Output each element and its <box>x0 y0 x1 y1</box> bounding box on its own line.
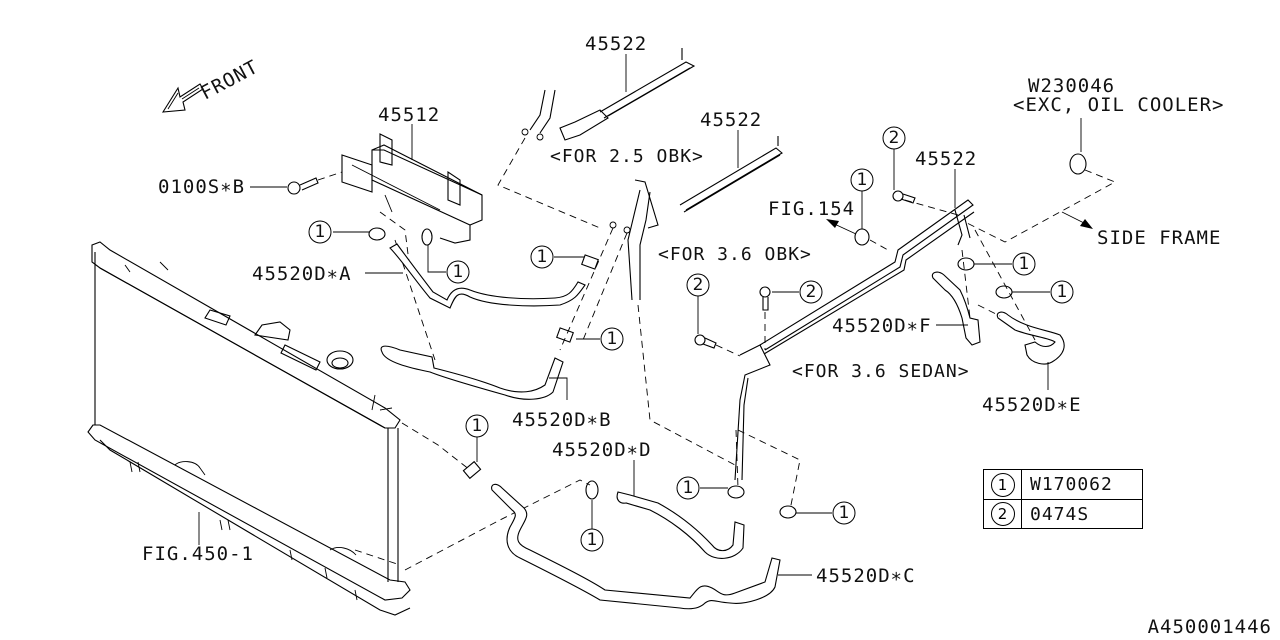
label-45522-25obk: 45522 <box>585 33 647 55</box>
radiator-drawing <box>87 241 411 616</box>
clamp-icon <box>556 327 574 343</box>
callout-2[interactable]: 2 <box>772 280 823 304</box>
clamp-icon <box>727 485 745 499</box>
diagram-id: A450001446 <box>1147 616 1272 638</box>
callout-1[interactable]: 1 <box>676 476 728 500</box>
legend-ref-cell: 1 <box>984 470 1022 499</box>
callout-1[interactable]: 1 <box>427 245 470 284</box>
bolt-icon <box>287 177 319 195</box>
note-36-sedan: <FOR 3.6 SEDAN> <box>792 361 970 382</box>
label-45512: 45512 <box>378 104 440 126</box>
svg-text:2: 2 <box>889 128 900 148</box>
leader-line <box>549 377 568 400</box>
label-45522-36obk: 45522 <box>700 109 762 131</box>
label-fig154: FIG.154 <box>768 198 855 220</box>
svg-text:1: 1 <box>1057 282 1068 302</box>
clamp-icon <box>854 228 870 246</box>
svg-text:1: 1 <box>607 329 618 349</box>
svg-text:1: 1 <box>453 262 464 282</box>
hose-d-drawing <box>616 491 745 559</box>
callout-1[interactable]: 1 <box>465 414 489 462</box>
arrow-icon <box>1080 219 1093 229</box>
label-hose-f: 45520D∗F <box>832 315 932 337</box>
callout-1[interactable]: 1 <box>796 501 856 525</box>
legend-ref: 2 <box>990 502 1015 526</box>
label-hose-d: 45520D∗D <box>552 439 652 461</box>
label-w230046: W230046 <box>1028 75 1115 97</box>
parts-legend-table: 1 W170062 2 0474S <box>983 469 1143 529</box>
clamp-icon <box>462 460 482 480</box>
oil-cooler-drawing <box>341 133 483 244</box>
callout-2[interactable]: 2 <box>882 126 906 190</box>
label-hose-c: 45520D∗C <box>816 565 916 587</box>
legend-ref: 1 <box>990 472 1015 497</box>
legend-part-number[interactable]: 0474S <box>1030 503 1090 525</box>
hose-c-drawing <box>491 483 781 610</box>
legend-part-number[interactable]: W170062 <box>1030 474 1113 495</box>
legend-row: 2 0474S <box>984 499 1142 528</box>
arrow-icon <box>826 219 839 228</box>
clamp-icon <box>995 285 1013 299</box>
front-arrow-icon <box>161 83 204 113</box>
hose-a-drawing <box>389 243 586 309</box>
bolt-icon <box>759 286 771 311</box>
svg-text:2: 2 <box>806 282 817 302</box>
clamp-icon <box>957 257 975 271</box>
callout-1[interactable]: 1 <box>850 168 874 229</box>
svg-text:1: 1 <box>537 247 548 267</box>
label-45522-36sedan: 45522 <box>915 148 977 170</box>
label-hose-e: 45520D∗E <box>982 394 1082 416</box>
pipe-36-sedan-drawing <box>734 199 975 481</box>
bolt-icon <box>892 190 916 204</box>
legend-ref-cell: 2 <box>984 500 1022 528</box>
note-36-obk: <FOR 3.6 OBK> <box>658 244 812 265</box>
svg-text:1: 1 <box>315 222 326 242</box>
callout-1[interactable]: 1 <box>580 500 604 552</box>
svg-text:2: 2 <box>693 275 704 295</box>
clamp-icon <box>421 228 433 246</box>
pipe-25-obk-drawing <box>521 48 696 141</box>
callout-1[interactable]: 1 <box>974 252 1036 276</box>
svg-text:1: 1 <box>839 503 850 523</box>
label-hose-b: 45520D∗B <box>512 409 612 431</box>
front-label: FRONT <box>197 56 262 105</box>
callout-2[interactable]: 2 <box>686 273 710 334</box>
svg-text:1: 1 <box>683 478 694 498</box>
clamp-icon <box>779 505 797 519</box>
callout-1[interactable]: 1 <box>530 245 584 269</box>
legend-row: 1 W170062 <box>984 470 1142 499</box>
hose-e-drawing <box>996 311 1065 365</box>
clamp-icon <box>581 254 599 270</box>
svg-text:1: 1 <box>587 530 598 550</box>
svg-text:1: 1 <box>472 416 483 436</box>
callout-1[interactable]: 1 <box>1012 280 1074 304</box>
hose-b-drawing <box>380 345 564 400</box>
hose-f-drawing <box>931 271 981 346</box>
label-0100s-b: 0100S∗B <box>158 176 245 198</box>
note-exc-oil-cooler: <EXC, OIL COOLER> <box>1013 94 1224 116</box>
svg-text:1: 1 <box>1019 254 1030 274</box>
callout-1[interactable]: 1 <box>576 327 624 351</box>
grommet-icon <box>1069 153 1087 175</box>
clamp-icon <box>585 480 599 500</box>
label-hose-a: 45520D∗A <box>252 263 352 285</box>
label-side-frame: SIDE FRAME <box>1097 227 1221 249</box>
note-25-obk: <FOR 2.5 OBK> <box>550 146 704 167</box>
bolt-icon <box>694 334 717 349</box>
svg-text:1: 1 <box>857 170 868 190</box>
callout-1[interactable]: 1 <box>308 220 369 244</box>
clamp-icon <box>368 227 386 241</box>
pipe-36-obk-drawing <box>609 136 783 301</box>
label-fig450-1: FIG.450-1 <box>142 543 254 565</box>
